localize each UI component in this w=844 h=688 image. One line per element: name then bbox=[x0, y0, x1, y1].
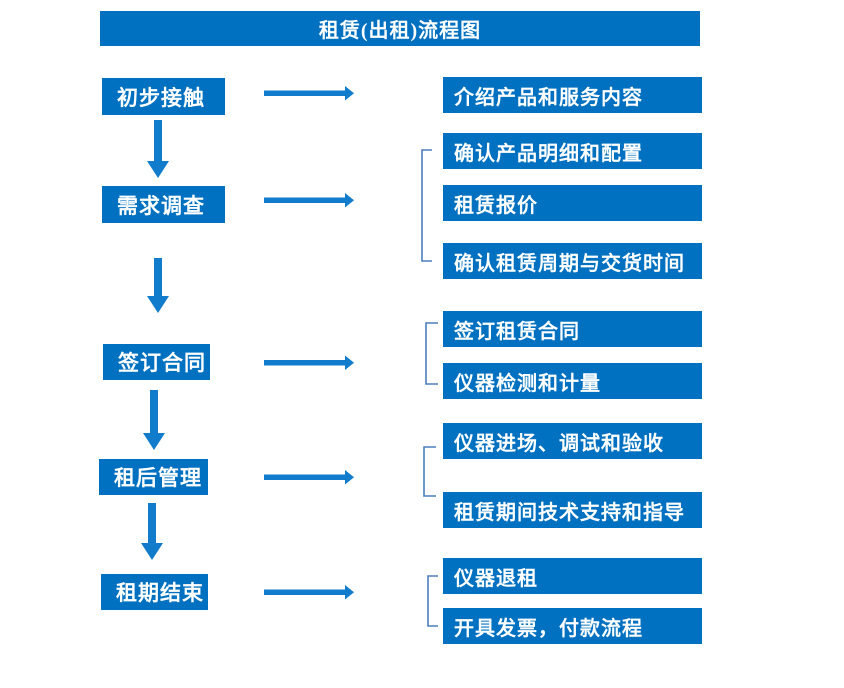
group-bracket-post-rental-mgmt bbox=[423, 446, 436, 497]
flowchart-title-bar: 租赁(出租)流程图 bbox=[100, 11, 700, 46]
down-arrow-step1-step2 bbox=[147, 120, 169, 178]
detail-box-confirm-product-spec: 确认产品明细和配置 bbox=[443, 133, 702, 169]
right-arrow-demand-survey bbox=[264, 193, 354, 208]
down-arrow-step4-step5 bbox=[141, 503, 163, 560]
detail-box-instrument-setup: 仪器进场、调试和验收 bbox=[443, 423, 702, 459]
detail-box-sign-rental-contract: 签订租赁合同 bbox=[443, 311, 702, 347]
detail-box-invoice-payment: 开具发票，付款流程 bbox=[443, 608, 702, 644]
group-bracket-sign-contract bbox=[425, 322, 438, 385]
detail-box-rental-quote: 租赁报价 bbox=[443, 185, 702, 221]
detail-box-tech-support: 租赁期间技术支持和指导 bbox=[443, 492, 702, 528]
down-arrow-step2-step3 bbox=[147, 258, 169, 313]
right-arrow-post-rental-mgmt bbox=[264, 470, 354, 485]
right-arrow-rental-end bbox=[264, 585, 354, 600]
step-box-demand-survey: 需求调查 bbox=[102, 186, 225, 223]
step-box-sign-contract: 签订合同 bbox=[103, 344, 210, 380]
flowchart-title: 租赁(出租)流程图 bbox=[318, 20, 482, 42]
right-arrow-initial-contact bbox=[264, 86, 354, 101]
detail-box-instrument-return: 仪器退租 bbox=[443, 558, 702, 594]
step-box-post-rental-mgmt: 租后管理 bbox=[99, 459, 208, 495]
step-box-initial-contact: 初步接触 bbox=[102, 78, 225, 115]
detail-box-instrument-testing: 仪器检测和计量 bbox=[443, 363, 702, 399]
detail-box-confirm-period: 确认租赁周期与交货时间 bbox=[443, 243, 702, 279]
group-bracket-rental-end bbox=[427, 575, 438, 627]
step-box-rental-end: 租期结束 bbox=[101, 574, 208, 610]
right-arrow-sign-contract bbox=[264, 355, 354, 370]
down-arrow-step3-step4 bbox=[143, 390, 165, 450]
detail-box-introduce-products: 介绍产品和服务内容 bbox=[443, 77, 702, 113]
group-bracket-demand-survey bbox=[421, 149, 432, 262]
